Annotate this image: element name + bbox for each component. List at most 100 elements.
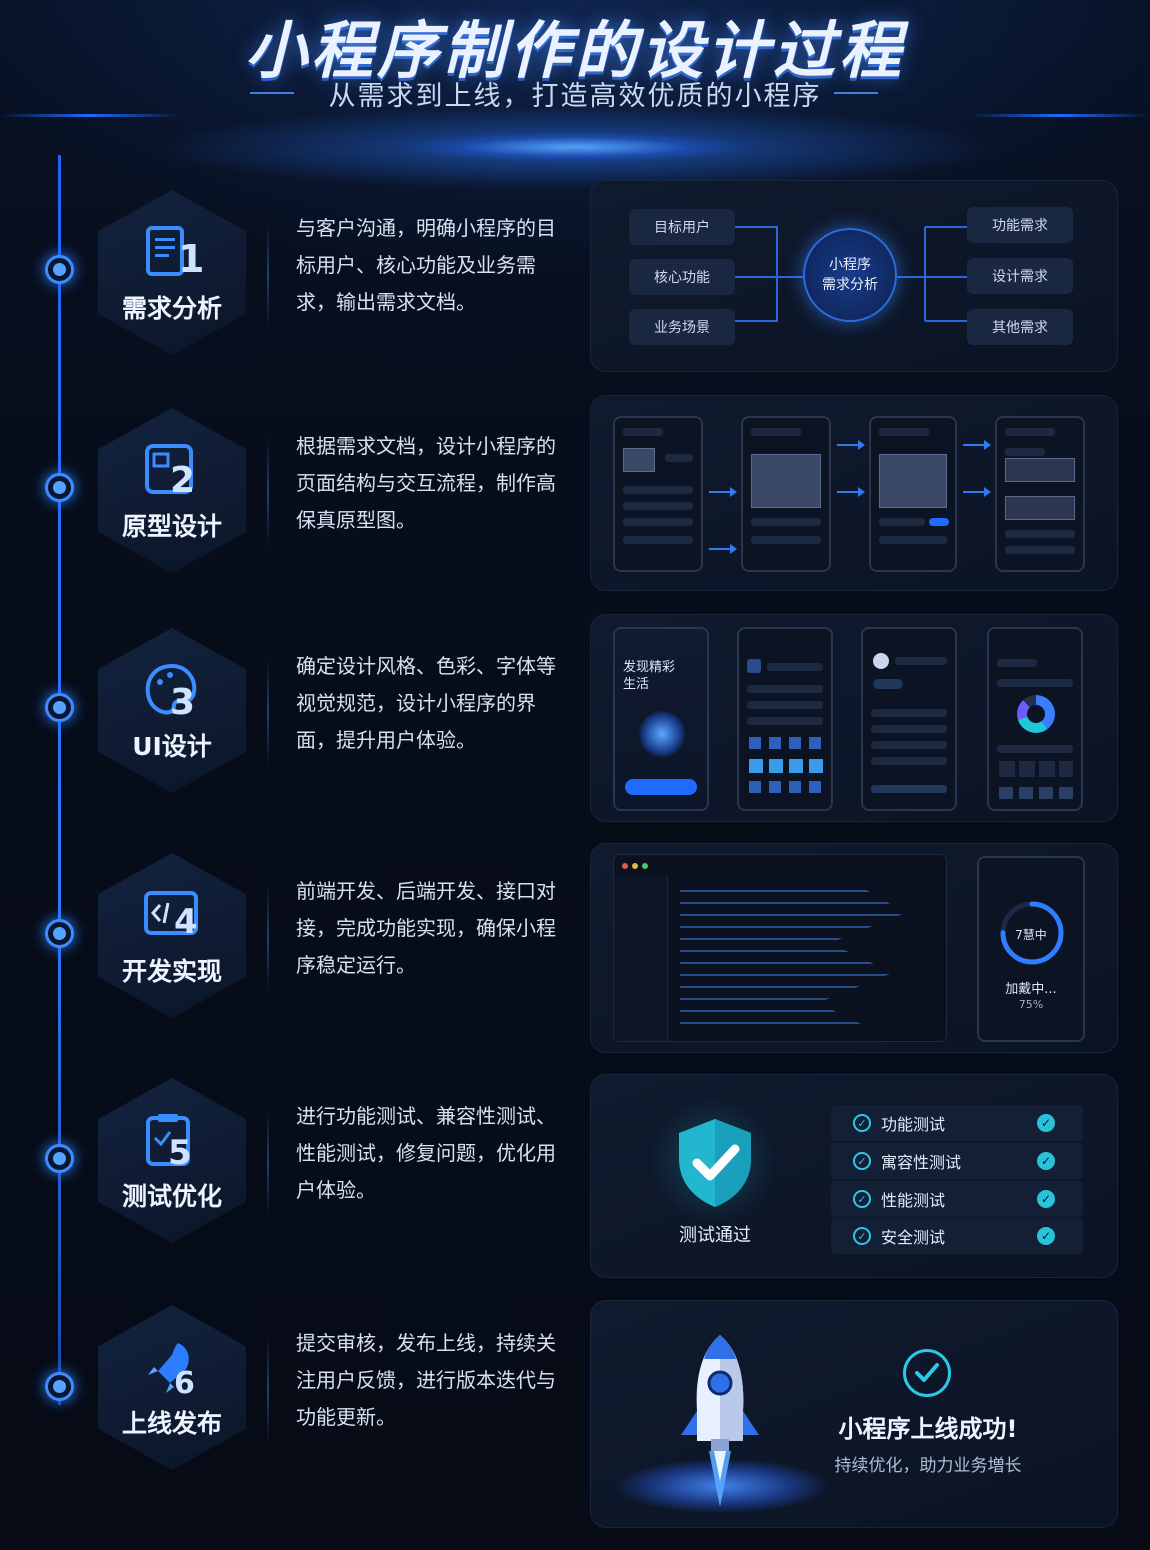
code-editor-window bbox=[613, 854, 947, 1042]
stage-3-description: 确定设计风格、色彩、字体等视觉规范，设计小程序的界面，提升用户体验。 bbox=[296, 654, 556, 752]
stage-6-description: 提交审核，发布上线，持续关注用户反馈，进行版本迭代与功能更新。 bbox=[296, 1331, 556, 1429]
header-glow bbox=[400, 132, 750, 162]
stage-4-divider bbox=[267, 883, 269, 993]
hub-line-1: 小程序 bbox=[829, 257, 871, 273]
stage-6: 6 上线发布 提交审核，发布上线，持续关注用户反馈，进行版本迭代与功能更新。 小… bbox=[80, 1300, 1120, 1528]
stage-6-name: 上线发布 bbox=[121, 1408, 222, 1438]
mindmap-hub: 小程序 需求分析 bbox=[803, 228, 897, 322]
loading-phone: 7慧中 加戴中... 75% bbox=[977, 856, 1085, 1042]
loading-percent: 75% bbox=[1018, 998, 1044, 1011]
stage-2-divider bbox=[267, 438, 269, 548]
mindmap-left-3: 业务场景 bbox=[629, 309, 735, 345]
header-line-right bbox=[970, 114, 1150, 117]
check-circle-icon: ✓ bbox=[853, 1227, 871, 1245]
check-item-performance: ✓ 性能测试 ✓ bbox=[831, 1181, 1083, 1217]
subtitle-arrow-right bbox=[834, 92, 878, 94]
svg-text:3: 3 bbox=[170, 682, 195, 720]
launch-success-subtitle: 持续优化，助力业务増长 bbox=[834, 1456, 1022, 1476]
stage-1-description: 与客户沟通，明确小程序的目标用户、核心功能及业务需求，输出需求文档。 bbox=[296, 216, 556, 314]
stage-4-name: 开发实现 bbox=[121, 956, 222, 986]
svg-text:4: 4 bbox=[174, 902, 198, 942]
requirements-mindmap: 目标用户 核心功能 业务场景 小程序 需求分析 功能需求 设计需求 其他需求 bbox=[590, 180, 1118, 372]
timeline-dot-6 bbox=[45, 1372, 74, 1401]
stage-2-name: 原型设计 bbox=[121, 511, 222, 541]
ui-screen-button[interactable] bbox=[625, 779, 697, 795]
stage-5-divider bbox=[267, 1108, 269, 1218]
code-4-icon: 4 bbox=[141, 884, 203, 946]
flow-arrow-1 bbox=[709, 487, 737, 497]
stage-5-description: 进行功能测试、兼容性测试、性能测试，修复问题，优化用户体验。 bbox=[296, 1104, 556, 1202]
stage-2: 2 原型设计 根据需求文档，设计小程序的页面结构与交互流程，制作高保真原型图。 bbox=[80, 395, 1120, 593]
flow-arrow-5 bbox=[963, 440, 991, 450]
ui-screen-grid bbox=[737, 627, 833, 811]
stage-3-name: UI设计 bbox=[132, 731, 212, 761]
stage-2-description: 根据需求文档，设计小程序的页面结构与交互流程，制作高保真原型图。 bbox=[296, 434, 556, 532]
timeline-dot-2 bbox=[45, 473, 74, 502]
ui-screen-stats bbox=[987, 627, 1083, 811]
test-passed-label: 测试通过 bbox=[679, 1225, 751, 1246]
mindmap-right-2: 设计需求 bbox=[967, 258, 1073, 294]
check-done-icon: ✓ bbox=[1037, 1227, 1055, 1245]
check-done-icon: ✓ bbox=[1037, 1114, 1055, 1132]
stage-3: 3 UI设计 确定设计风格、色彩、字体等视觉规范，设计小程序的界面，提升用户体验… bbox=[80, 614, 1120, 822]
svg-text:2: 2 bbox=[170, 460, 195, 500]
code-lines bbox=[680, 883, 905, 1033]
timeline-line bbox=[58, 155, 61, 1405]
flow-arrow-6 bbox=[963, 487, 991, 497]
svg-text:1: 1 bbox=[178, 237, 202, 281]
prototype-screen-4 bbox=[995, 416, 1085, 572]
stage-5-name: 测试优化 bbox=[121, 1181, 222, 1211]
ui-screen-title: 发现精彩 生活 bbox=[623, 660, 676, 692]
document-1-icon: 1 bbox=[141, 221, 203, 283]
prototype-screen-3 bbox=[869, 416, 957, 572]
mindmap-right-1: 功能需求 bbox=[967, 207, 1073, 243]
stage-5: 5 测试优化 进行功能测试、兼容性测试、性能测试，修复问题，优化用户体验。 测试… bbox=[80, 1074, 1120, 1278]
page-title: 小程序制作的设计过程 bbox=[244, 14, 905, 87]
check-done-icon: ✓ bbox=[1037, 1152, 1055, 1170]
timeline-dot-5 bbox=[45, 1144, 74, 1173]
stage-4: 4 开发实现 前端开发、后端开发、接口对接，完成功能实现，确保小程序稳定运行。 … bbox=[80, 843, 1120, 1053]
mindmap-left-1: 目标用户 bbox=[629, 209, 735, 245]
rocket-6-icon: 6 bbox=[141, 1336, 203, 1398]
prototype-flow bbox=[590, 395, 1118, 591]
flow-arrow-3 bbox=[837, 440, 865, 450]
testing-panel: 测试通过 ✓ 功能测试 ✓ ✓ 寓容性测试 ✓ ✓ 性能测试 ✓ ✓ 安全测试 … bbox=[590, 1074, 1118, 1278]
shield-check-icon bbox=[679, 1119, 751, 1207]
stage-6-divider bbox=[267, 1335, 269, 1445]
loading-ring-text: 7慧中 bbox=[1015, 928, 1047, 942]
mindmap-connectors bbox=[735, 226, 967, 322]
ui-screen-profile bbox=[861, 627, 957, 811]
page-subtitle: 从需求到上线，打造高效优质的小程序 bbox=[328, 81, 822, 112]
hub-line-2: 需求分析 bbox=[822, 277, 878, 293]
check-item-functional: ✓ 功能测试 ✓ bbox=[831, 1105, 1083, 1141]
stage-4-description: 前端开发、后端开发、接口对接，完成功能实现，确保小程序稳定运行。 bbox=[296, 879, 556, 977]
check-circle-icon: ✓ bbox=[853, 1190, 871, 1208]
stage-1: 1 需求分析 与客户沟通，明确小程序的目标用户、核心功能及业务需求，输出需求文档… bbox=[80, 180, 1120, 375]
ui-orb bbox=[639, 711, 685, 757]
palette-3-icon: 3 bbox=[141, 659, 203, 721]
subtitle-arrow-left bbox=[250, 92, 294, 94]
success-check-icon bbox=[903, 1349, 951, 1397]
clipboard-5-icon: 5 bbox=[141, 1109, 203, 1171]
stage-1-name: 需求分析 bbox=[121, 293, 222, 323]
flow-arrow-2 bbox=[709, 544, 737, 554]
check-circle-icon: ✓ bbox=[853, 1152, 871, 1170]
rocket-icon bbox=[681, 1335, 759, 1507]
prototype-screen-2 bbox=[741, 416, 831, 572]
stage-1-divider bbox=[267, 220, 269, 330]
mindmap-left-2: 核心功能 bbox=[629, 259, 735, 295]
mindmap-right-3: 其他需求 bbox=[967, 309, 1073, 345]
loading-label: 加戴中... bbox=[1005, 982, 1057, 997]
ui-screens: 发现精彩 生活 bbox=[590, 614, 1118, 822]
stage-3-divider bbox=[267, 658, 269, 768]
loading-ring bbox=[1000, 901, 1064, 965]
svg-text:5: 5 bbox=[168, 1133, 192, 1170]
check-item-security: ✓ 安全测试 ✓ bbox=[831, 1218, 1083, 1254]
svg-text:6: 6 bbox=[174, 1366, 195, 1397]
launch-panel: 小程序上线成功! 持续优化，助力业务増长 bbox=[590, 1300, 1118, 1528]
timeline-dot-1 bbox=[45, 255, 74, 284]
header-line-left bbox=[0, 114, 180, 117]
dev-panel: 7慧中 加戴中... 75% bbox=[590, 843, 1118, 1053]
flow-arrow-4 bbox=[837, 487, 865, 497]
wireframe-2-icon: 2 bbox=[141, 439, 203, 501]
